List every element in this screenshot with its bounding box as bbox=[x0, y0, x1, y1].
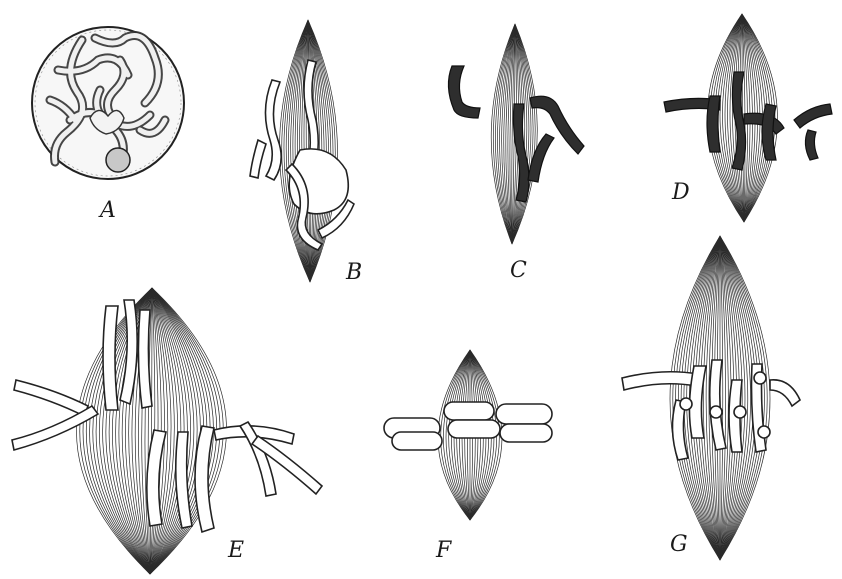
chromosomes-f bbox=[384, 402, 552, 450]
panel-a-nucleus bbox=[32, 27, 184, 179]
label-e: E bbox=[228, 540, 244, 562]
panel-g-spindle bbox=[622, 236, 800, 560]
label-g: G bbox=[670, 534, 688, 556]
label-a: A bbox=[100, 200, 116, 222]
chromosomes-d bbox=[664, 72, 832, 170]
label-b: B bbox=[346, 262, 362, 284]
panel-c-spindle bbox=[448, 24, 584, 244]
label-f: F bbox=[436, 540, 451, 562]
panel-b-spindle bbox=[250, 20, 354, 282]
label-d: D bbox=[672, 182, 690, 204]
chromosomes-e bbox=[12, 300, 322, 532]
nucleolus bbox=[106, 148, 130, 172]
chromosomes-b bbox=[250, 60, 354, 250]
label-c: C bbox=[510, 260, 527, 282]
panel-e-spindle bbox=[12, 288, 322, 574]
chromosomes-g bbox=[622, 360, 800, 460]
panel-f-spindle bbox=[384, 350, 552, 520]
